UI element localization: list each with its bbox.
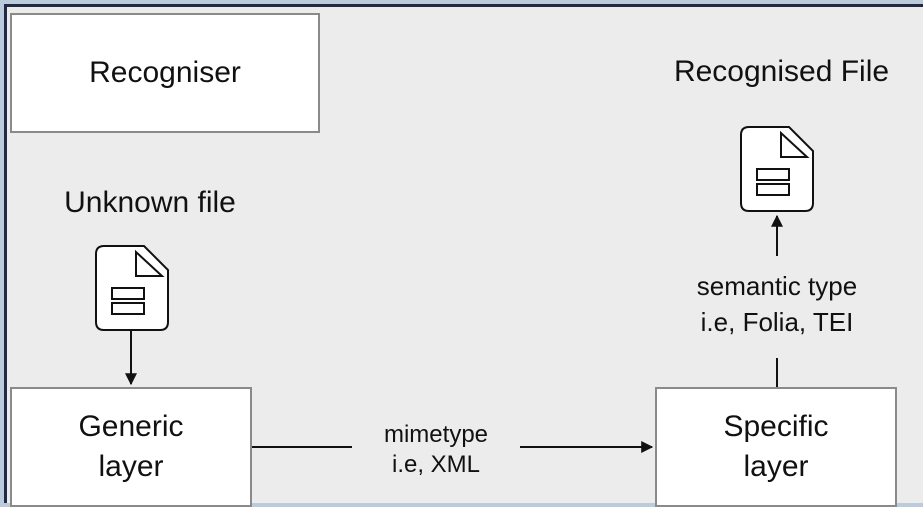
generic-layer-line2: layer xyxy=(98,450,164,483)
edge-mimetype-label: mimetype i.e, XML xyxy=(352,420,520,480)
generic-layer-box: Generic layer xyxy=(10,387,252,507)
recognised-file-label: Recognised File xyxy=(673,55,890,88)
edge-mimetype-line1: mimetype xyxy=(383,421,489,448)
recogniser-title: Recogniser xyxy=(89,56,241,89)
document-icon xyxy=(740,126,814,212)
edge-semantic-line2: i.e, Folia, TEI xyxy=(700,307,854,337)
recogniser-box: Recogniser xyxy=(10,13,320,133)
unknown-file-label: Unknown file xyxy=(64,186,236,219)
edge-mimetype-line2: i.e, XML xyxy=(391,451,481,478)
specific-layer-line1: Specific xyxy=(723,410,829,443)
specific-layer-box: Specific layer xyxy=(655,387,897,507)
edge-semantic-line1: semantic type xyxy=(696,271,858,301)
specific-layer-line2: layer xyxy=(743,450,809,483)
generic-layer-line1: Generic xyxy=(78,410,184,443)
document-icon xyxy=(95,245,169,331)
edge-semantic-label: semantic type i.e, Folia, TEI xyxy=(662,268,892,340)
